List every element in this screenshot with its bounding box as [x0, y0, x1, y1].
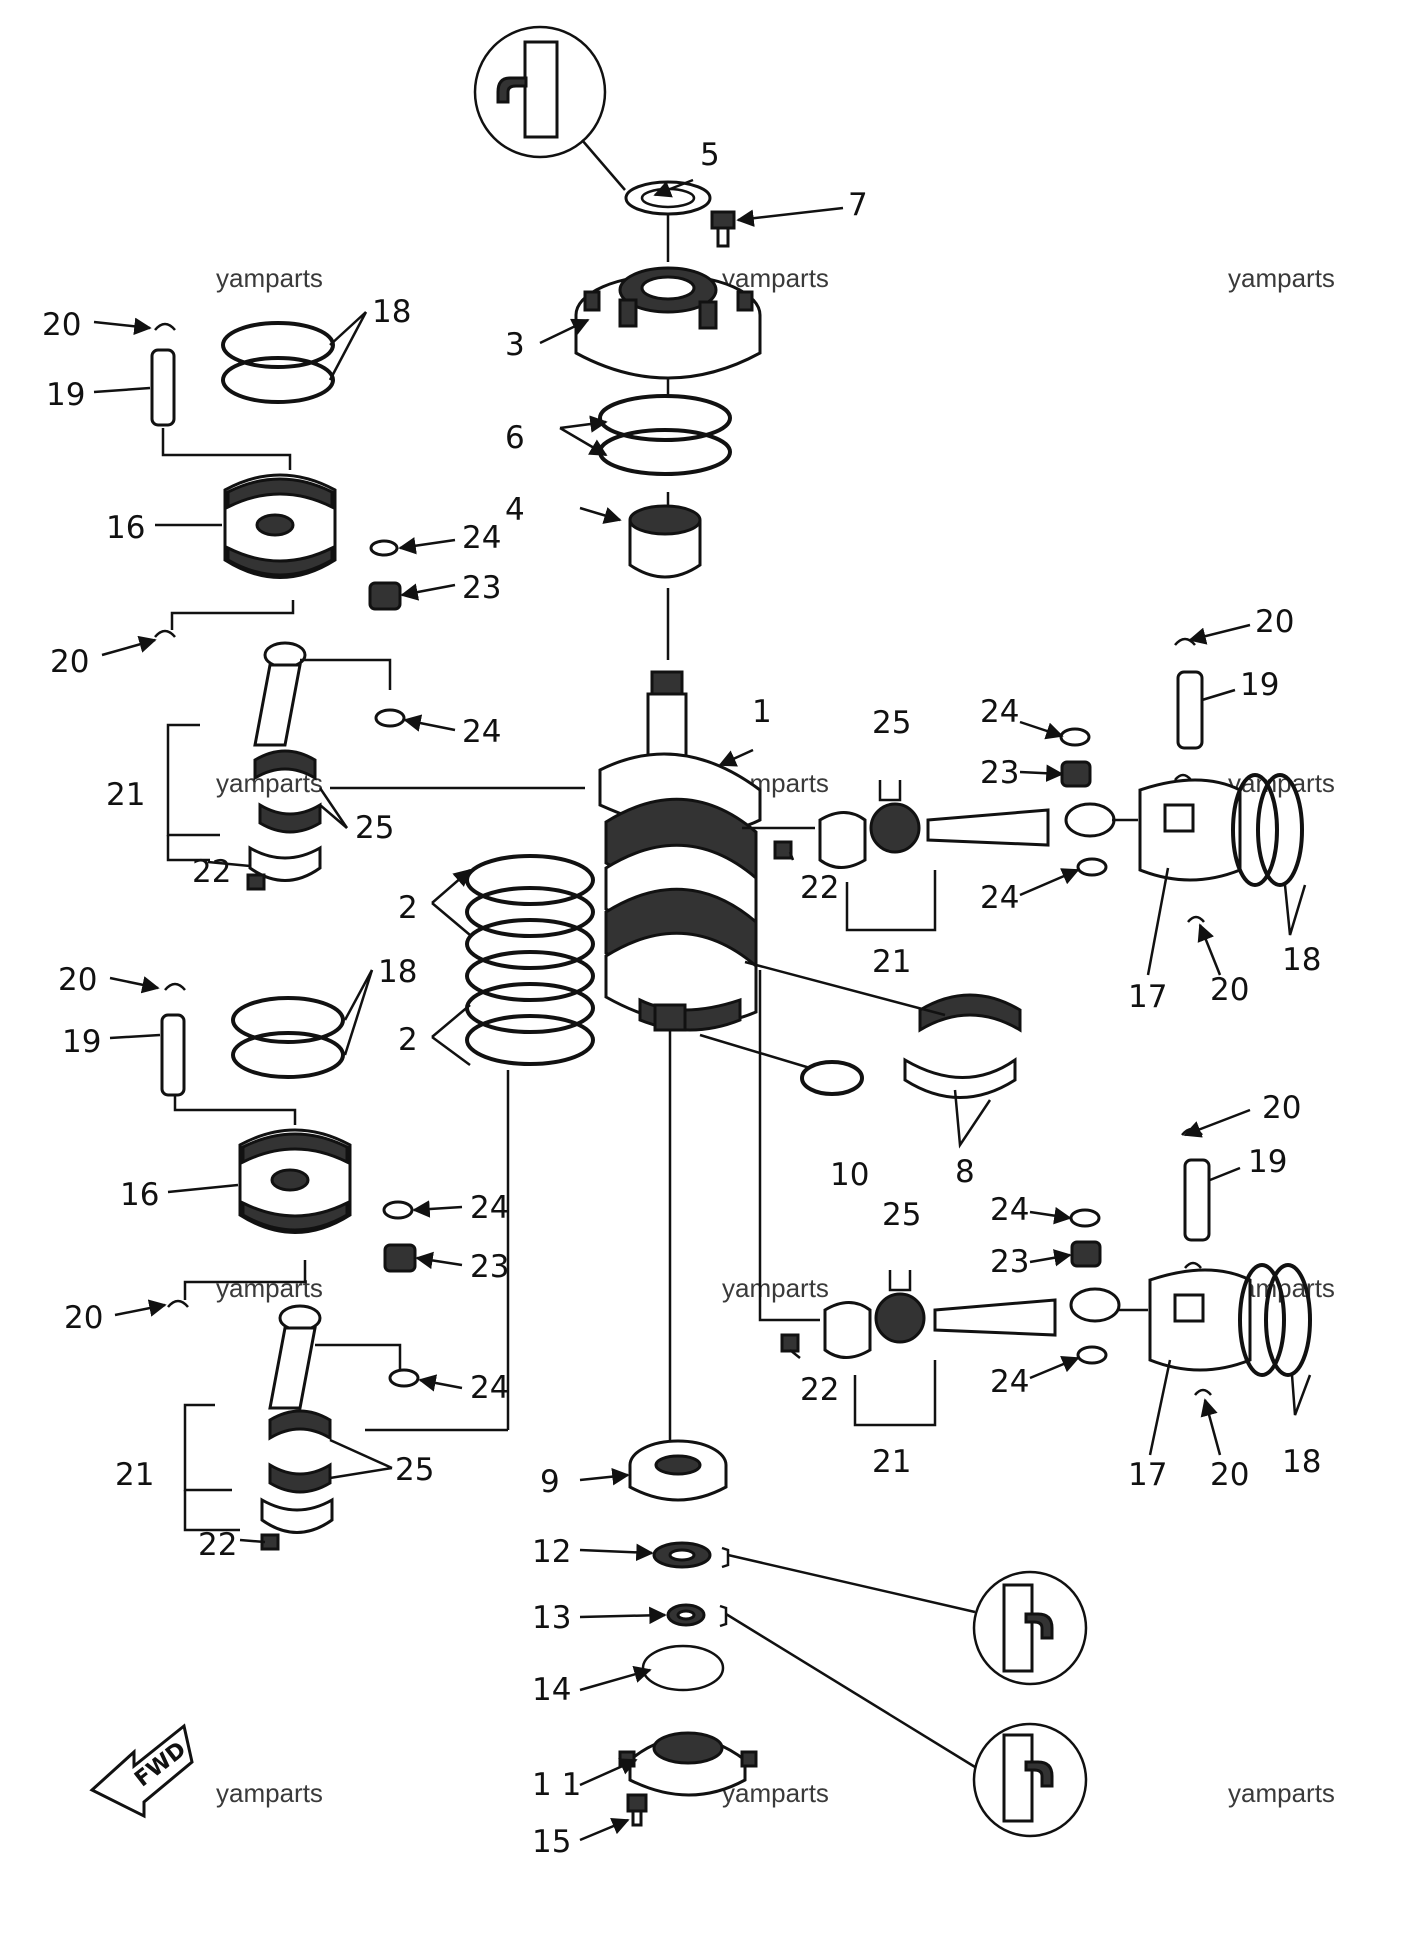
callout-25: 25: [395, 1452, 434, 1488]
callout-2: 2: [398, 1022, 418, 1058]
callout-18: 18: [1282, 1444, 1321, 1480]
callout-12: 12: [532, 1534, 571, 1570]
callout-20: 20: [1262, 1090, 1301, 1126]
callout-20: 20: [1255, 604, 1294, 640]
callout-11: 1 1: [532, 1767, 581, 1803]
callout-19: 19: [62, 1024, 101, 1060]
callout-20: 20: [1210, 972, 1249, 1008]
callout-15: 15: [532, 1824, 571, 1860]
crankshaft-1: [598, 670, 762, 1440]
callout-5: 5: [700, 137, 720, 173]
callout-20: 20: [42, 307, 81, 343]
callout-21: 21: [106, 777, 145, 813]
thrust-washer-10: [699, 1033, 864, 1096]
lower-left-assembly: [160, 982, 420, 1551]
callout-19: 19: [1248, 1144, 1287, 1180]
callout-16: 16: [120, 1177, 159, 1213]
watermark: yamparts: [722, 1273, 829, 1303]
bolt-15: [626, 1793, 648, 1827]
callout-9: 9: [540, 1464, 560, 1500]
o-rings-6: [598, 378, 732, 476]
callout-10: 10: [830, 1157, 869, 1193]
callout-22: 22: [800, 1372, 839, 1408]
watermark: yamparts: [216, 1273, 323, 1303]
ball-bearing-9: [628, 1439, 728, 1502]
callout-22: 22: [198, 1527, 237, 1563]
callout-24: 24: [990, 1192, 1029, 1228]
callout-24: 24: [470, 1190, 509, 1226]
callout-13: 13: [532, 1600, 571, 1636]
detail-circle-top: [473, 25, 626, 191]
watermark: yamparts: [216, 1778, 323, 1808]
callout-20: 20: [58, 962, 97, 998]
watermark: yamparts: [216, 263, 323, 293]
callout-22: 22: [800, 870, 839, 906]
callout-17: 17: [1128, 979, 1167, 1015]
callout-21: 21: [115, 1457, 154, 1493]
callout-24: 24: [980, 880, 1019, 916]
callout-23: 23: [980, 755, 1019, 791]
callout-25: 25: [355, 810, 394, 846]
callout-24: 24: [462, 714, 501, 750]
callout-25: 25: [882, 1197, 921, 1233]
watermarks: yamparts yamparts yamparts yamparts yamp…: [216, 263, 1335, 1808]
callout-20: 20: [50, 644, 89, 680]
callout-18: 18: [372, 294, 411, 330]
callout-20: 20: [1210, 1457, 1249, 1493]
callout-23: 23: [470, 1249, 509, 1285]
watermark: yamparts: [1228, 1778, 1335, 1808]
roller-bearing-4: [628, 492, 702, 660]
callout-3: 3: [505, 327, 525, 363]
callout-24: 24: [990, 1364, 1029, 1400]
watermark: yamparts: [1228, 263, 1335, 293]
leader-lines: [93, 178, 1251, 1842]
callout-6: 6: [505, 420, 525, 456]
callout-21: 21: [872, 1444, 911, 1480]
callout-24: 24: [462, 520, 501, 556]
callout-21: 21: [872, 944, 911, 980]
detail-circle-bottom-1: [721, 1546, 1088, 1686]
callout-18: 18: [378, 954, 417, 990]
callout-1: 1: [752, 694, 772, 730]
callout-23: 23: [990, 1244, 1029, 1280]
callout-25: 25: [872, 705, 911, 741]
rings-2: [330, 786, 595, 1432]
upper-right-assembly: [742, 637, 1307, 936]
o-ring-14: [641, 1644, 725, 1692]
callout-8: 8: [955, 1154, 975, 1190]
needle-bearing-8: [744, 960, 1022, 1149]
callout-24: 24: [980, 694, 1019, 730]
callout-24: 24: [470, 1370, 509, 1406]
oil-seal-13: [666, 1603, 706, 1627]
oil-seal-12: [652, 1541, 712, 1569]
callout-20: 20: [64, 1300, 103, 1336]
callout-22: 22: [192, 854, 231, 890]
bolt-7: [710, 210, 736, 248]
callout-18: 18: [1282, 942, 1321, 978]
callout-2: 2: [398, 890, 418, 926]
oil-seal-5: [624, 180, 712, 262]
callout-19: 19: [1240, 667, 1279, 703]
fwd-arrow-icon: FWD: [89, 1723, 194, 1819]
callout-14: 14: [532, 1672, 571, 1708]
lower-bearing-housing-11: [618, 1731, 758, 1797]
callout-19: 19: [46, 377, 85, 413]
callout-16: 16: [106, 510, 145, 546]
lower-right-assembly: [758, 970, 1312, 1427]
callout-17: 17: [1128, 1457, 1167, 1493]
callout-7: 7: [848, 187, 868, 223]
callout-numbers: 1 2 2 3 4 5 6 7 8 9 10 1 1 12 13 14 15 1…: [42, 137, 1321, 1860]
callout-4: 4: [505, 492, 525, 528]
upper-left-assembly: [150, 321, 406, 891]
callout-23: 23: [462, 570, 501, 606]
watermark: yamparts: [722, 263, 829, 293]
detail-circle-bottom-2: [719, 1604, 1088, 1838]
upper-bearing-housing-3: [574, 266, 762, 380]
